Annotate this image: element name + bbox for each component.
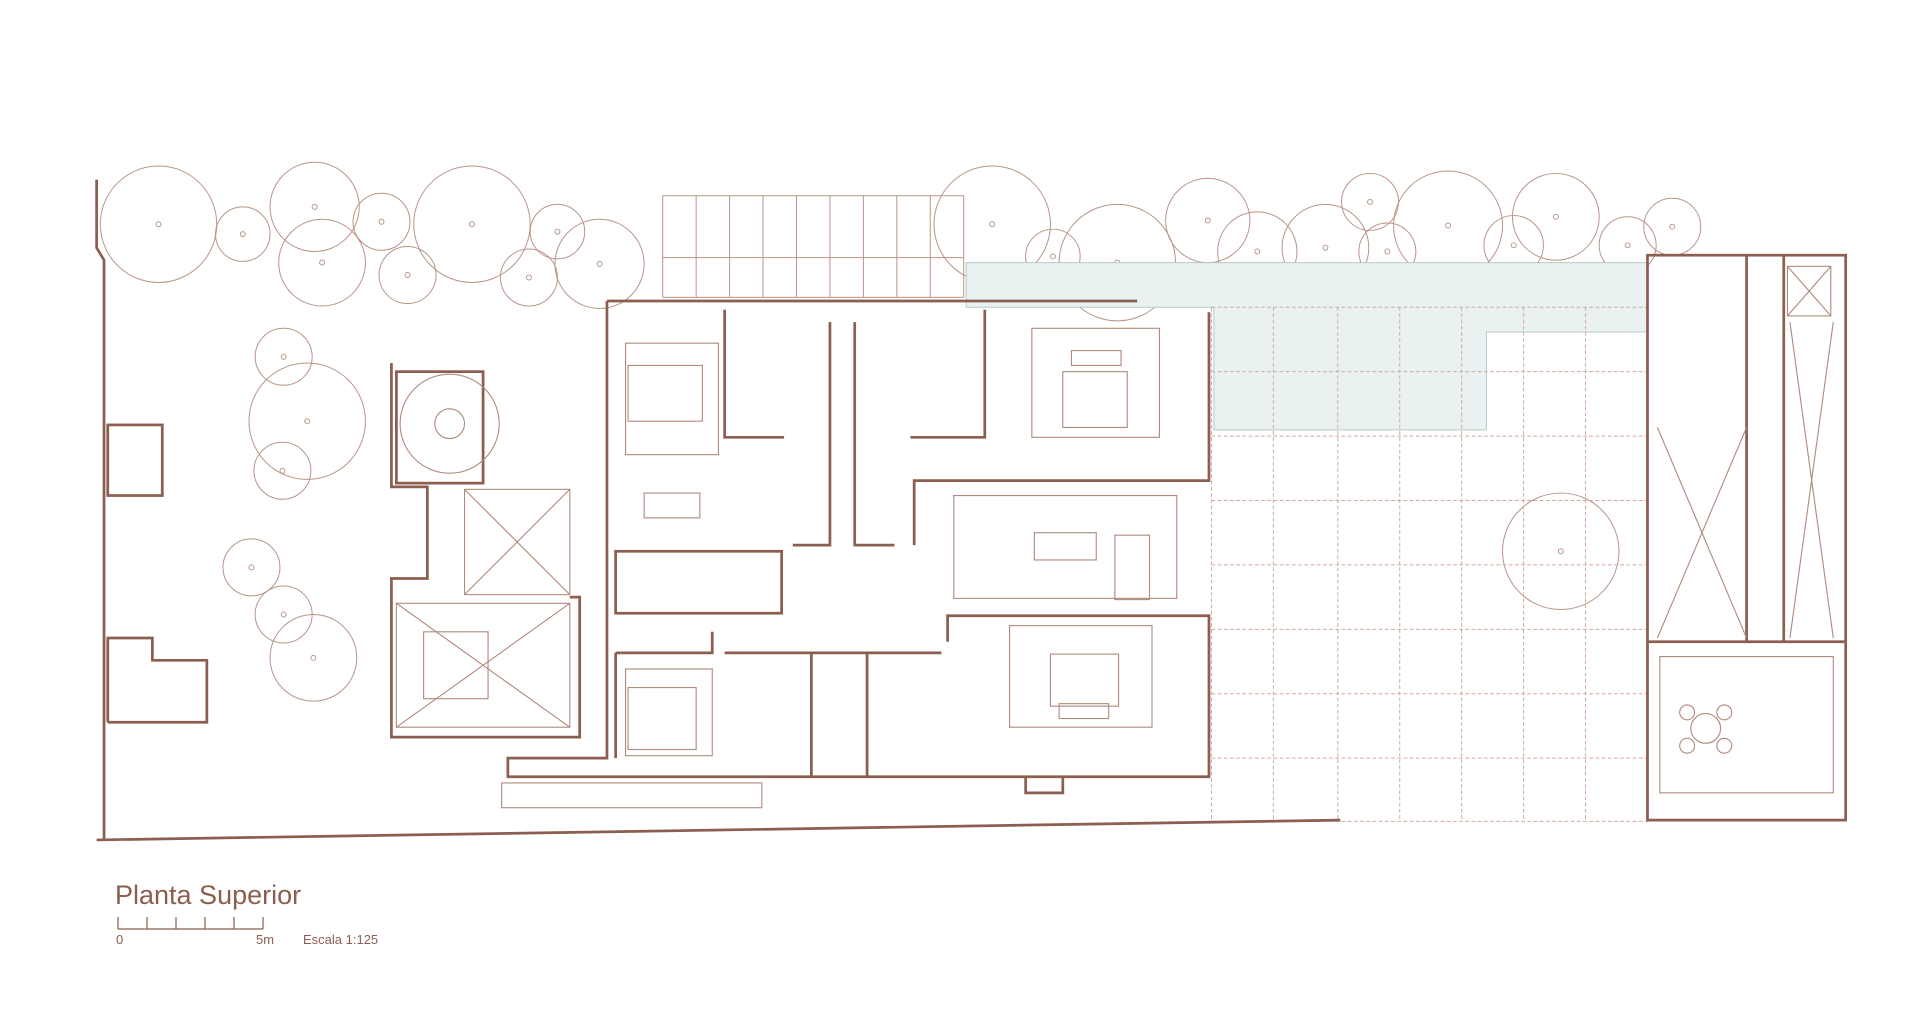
trees <box>99 161 1702 702</box>
tree <box>215 206 271 262</box>
plan-title: Planta Superior <box>115 880 302 910</box>
tree <box>254 327 313 386</box>
scale-start-label: 0 <box>116 932 124 947</box>
tree <box>269 161 360 252</box>
tree <box>529 203 586 260</box>
tree <box>253 441 312 500</box>
tree <box>99 165 218 283</box>
tree <box>248 362 366 480</box>
scale-bar <box>117 917 264 930</box>
tree <box>1502 492 1620 611</box>
tree <box>352 192 411 251</box>
tree <box>1165 177 1251 264</box>
tree <box>499 248 558 307</box>
scale-text: Escala 1:125 <box>303 932 379 947</box>
tree <box>278 218 366 307</box>
tree <box>222 538 281 597</box>
tree <box>378 246 437 305</box>
site-boundary <box>95 179 1341 842</box>
pool <box>965 262 1648 431</box>
tree <box>1511 172 1600 261</box>
tree <box>1341 172 1399 231</box>
interior-fixtures <box>395 265 1834 809</box>
pergola <box>662 195 965 298</box>
tree <box>254 585 313 644</box>
tree <box>1643 197 1702 256</box>
tree <box>554 218 645 309</box>
tree <box>413 165 531 283</box>
scale-end-label: 5m <box>256 932 275 947</box>
house-walls <box>390 253 1848 822</box>
tree <box>269 613 358 702</box>
